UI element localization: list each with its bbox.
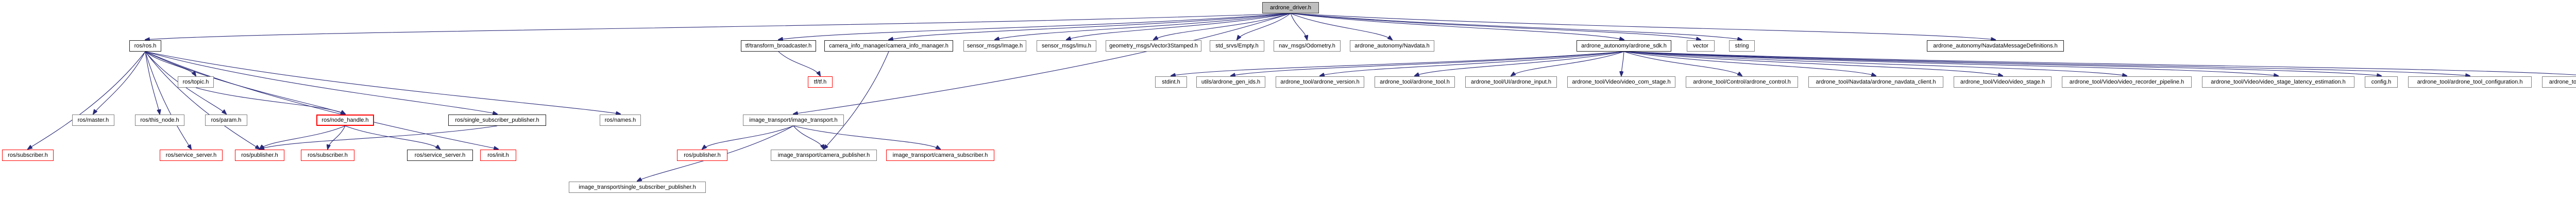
graph-node[interactable]: ros/param.h bbox=[205, 115, 247, 126]
graph-node[interactable]: image_transport/camera_subscriber.h bbox=[886, 150, 994, 161]
graph-node[interactable]: ardrone_driver.h bbox=[1262, 2, 1319, 13]
graph-node[interactable]: ros/publisher.h bbox=[235, 150, 284, 161]
graph-node[interactable]: image_transport/image_transport.h bbox=[743, 115, 844, 126]
graph-node[interactable]: ros/service_server.h bbox=[160, 150, 223, 161]
graph-node[interactable]: utils/ardrone_gen_ids.h bbox=[1196, 76, 1265, 88]
graph-edge bbox=[1623, 51, 2278, 76]
graph-edge bbox=[793, 13, 1291, 114]
graph-node[interactable]: ardrone_autonomy/ardrone_sdk.h bbox=[1577, 40, 1671, 52]
graph-edge bbox=[793, 125, 940, 149]
graph-edge bbox=[145, 13, 1291, 40]
graph-node[interactable]: ros/names.h bbox=[600, 115, 641, 126]
graph-node[interactable]: ros/single_subscriber_publisher.h bbox=[448, 115, 546, 126]
graph-node[interactable]: camera_info_manager/camera_info_manager.… bbox=[824, 40, 953, 52]
graph-node[interactable]: sensor_msgs/Imu.h bbox=[1037, 40, 1096, 52]
graph-edge bbox=[1320, 51, 1624, 76]
graph-edge bbox=[1290, 13, 1392, 40]
graph-node[interactable]: ros/this_node.h bbox=[135, 115, 184, 126]
graph-node[interactable]: tf/transform_broadcaster.h bbox=[741, 40, 816, 52]
graph-edge bbox=[328, 125, 346, 149]
graph-edge bbox=[93, 51, 146, 114]
graph-node[interactable]: tf/tf.h bbox=[808, 76, 833, 88]
graph-edge bbox=[824, 51, 889, 149]
graph-edge bbox=[1623, 51, 2470, 76]
graph-node[interactable]: ardrone_tool/ardrone_tool_configuration.… bbox=[2408, 76, 2532, 88]
graph-node[interactable]: ros/publisher.h bbox=[677, 150, 727, 161]
graph-node[interactable]: ros/ros.h bbox=[129, 40, 161, 52]
graph-node[interactable]: ros/master.h bbox=[72, 115, 114, 126]
graph-node[interactable]: ros/node_handle.h bbox=[316, 115, 374, 126]
graph-edge bbox=[1290, 13, 1995, 40]
graph-edge bbox=[260, 125, 498, 149]
graph-edge bbox=[1623, 51, 2003, 76]
graph-node[interactable]: ardrone_tool/ardrone_version.h bbox=[1276, 76, 1364, 88]
graph-edge bbox=[1511, 51, 1624, 76]
graph-node[interactable]: ardrone_tool/Video/video_stage_latency_e… bbox=[2202, 76, 2354, 88]
graph-edge bbox=[1623, 51, 2127, 76]
graph-edge bbox=[1621, 51, 1624, 76]
graph-edge bbox=[145, 51, 191, 149]
graph-node[interactable]: ros/subscriber.h bbox=[301, 150, 354, 161]
graph-edge bbox=[702, 125, 794, 149]
graph-edge bbox=[145, 51, 196, 76]
graph-node[interactable]: ardrone_tool/Com/config_com.h bbox=[2542, 76, 2576, 88]
graph-node[interactable]: ardrone_autonomy/NavdataMessageDefinitio… bbox=[1927, 40, 2064, 52]
graph-edge bbox=[995, 13, 1291, 40]
graph-edge bbox=[1623, 51, 1876, 76]
graph-node[interactable]: config.h bbox=[2365, 76, 2398, 88]
graph-edge bbox=[1290, 13, 1701, 40]
graph-node[interactable]: ardrone_tool/ardrone_tool.h bbox=[1375, 76, 1455, 88]
graph-edge bbox=[28, 51, 146, 149]
graph-edge bbox=[1623, 51, 2576, 75]
graph-edge bbox=[889, 13, 1291, 40]
graph-node[interactable]: ros/init.h bbox=[480, 150, 516, 161]
graph-edge bbox=[1231, 51, 1624, 76]
graph-edge bbox=[1290, 13, 1307, 40]
graph-edge bbox=[145, 51, 260, 149]
graph-edge bbox=[778, 13, 1291, 40]
graph-edge bbox=[145, 51, 160, 114]
graph-node[interactable]: ardrone_tool/UI/ardrone_input.h bbox=[1465, 76, 1557, 88]
graph-node[interactable]: stdint.h bbox=[1155, 76, 1187, 88]
graph-edge bbox=[1290, 13, 1624, 40]
graph-edge bbox=[145, 51, 620, 114]
graph-edge bbox=[1623, 51, 2381, 76]
graph-edge bbox=[1290, 13, 1742, 40]
graph-edge bbox=[793, 125, 824, 149]
graph-node[interactable]: sensor_msgs/Image.h bbox=[963, 40, 1026, 52]
graph-node[interactable]: nav_msgs/Odometry.h bbox=[1274, 40, 1341, 52]
graph-node[interactable]: geometry_msgs/Vector3Stamped.h bbox=[1106, 40, 1201, 52]
graph-edge bbox=[1154, 13, 1291, 40]
graph-node[interactable]: image_transport/camera_publisher.h bbox=[771, 150, 877, 161]
graph-edge bbox=[1237, 13, 1291, 40]
graph-node[interactable]: std_srvs/Empty.h bbox=[1210, 40, 1264, 52]
graph-edge bbox=[260, 125, 346, 149]
graph-node[interactable]: ardrone_tool/Control/ardrone_control.h bbox=[1686, 76, 1798, 88]
graph-edge bbox=[1415, 51, 1624, 76]
graph-edge bbox=[345, 125, 440, 149]
graph-edge bbox=[1171, 51, 1624, 76]
graph-edge bbox=[778, 51, 820, 76]
graph-node[interactable]: ros/topic.h bbox=[178, 76, 214, 88]
graph-node[interactable]: ros/subscriber.h bbox=[2, 150, 54, 161]
graph-edge bbox=[195, 87, 345, 114]
graph-node[interactable]: image_transport/single_subscriber_publis… bbox=[569, 182, 706, 193]
graph-node[interactable]: ardrone_tool/Video/video_recorder_pipeli… bbox=[2062, 76, 2192, 88]
graph-node[interactable]: ardrone_tool/Video/video_com_stage.h bbox=[1567, 76, 1675, 88]
graph-node[interactable]: ros/service_server.h bbox=[407, 150, 473, 161]
graph-edge bbox=[1623, 51, 1742, 76]
graph-node[interactable]: ardrone_autonomy/Navdata.h bbox=[1350, 40, 1434, 52]
graph-node[interactable]: string bbox=[1729, 40, 1755, 52]
graph-edge bbox=[145, 51, 498, 149]
graph-edge bbox=[1066, 13, 1291, 40]
graph-node[interactable]: ardrone_tool/Video/video_stage.h bbox=[1954, 76, 2052, 88]
graph-node[interactable]: vector bbox=[1687, 40, 1715, 52]
graph-node[interactable]: ardrone_tool/Navdata/ardrone_navdata_cli… bbox=[1808, 76, 1943, 88]
graph-edge bbox=[145, 51, 345, 114]
